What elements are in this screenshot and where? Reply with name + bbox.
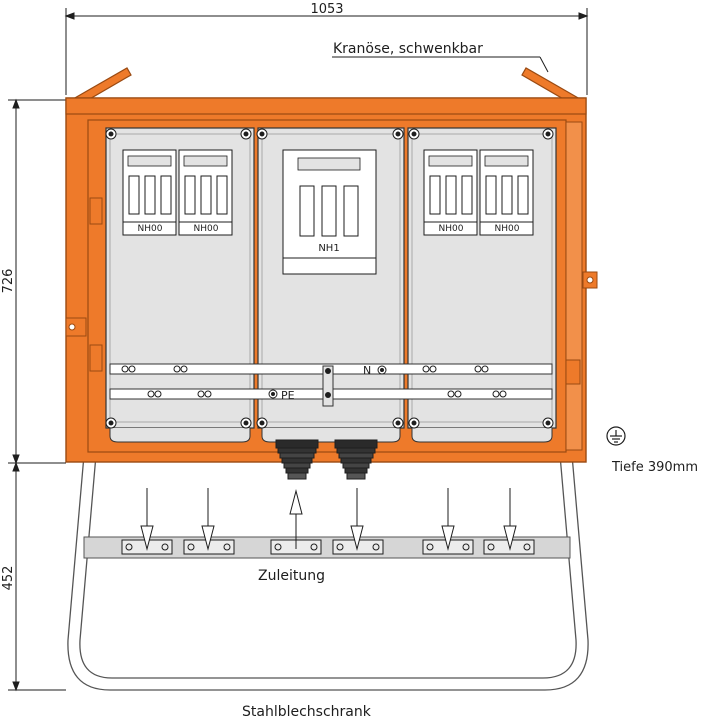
- cable-gland-right: [334, 439, 378, 480]
- earth-ground-icon: [606, 426, 626, 446]
- fuse-holder-nh00: NH00: [423, 149, 478, 236]
- stand-height-label: 452: [1, 566, 16, 591]
- supply-label: Zuleitung: [258, 568, 325, 584]
- fuse-holder-nh00: NH00: [479, 149, 534, 236]
- door-lock-right: [565, 121, 598, 451]
- height-label: 726: [1, 269, 16, 294]
- cable-gland-left: [275, 439, 319, 480]
- height-dimension: [8, 98, 66, 692]
- width-label: 1053: [310, 2, 343, 17]
- busbar-post: [322, 365, 334, 407]
- crane-eye-label: Kranöse, schwenkbar: [333, 41, 483, 57]
- material-caption: Stahlblechschrank: [242, 704, 372, 720]
- fuse-label: NH00: [495, 224, 520, 234]
- stand-frame: [67, 454, 589, 691]
- terminal-blocks: [121, 365, 507, 399]
- depth-label: Tiefe 390mm: [611, 460, 698, 475]
- crane-eye-leader-tip: [539, 56, 549, 73]
- bottom-covers: [109, 428, 553, 443]
- fuse-label: NH00: [138, 224, 163, 234]
- fuse-holder-nh00: NH00: [178, 149, 233, 236]
- fuse-label: NH00: [194, 224, 219, 234]
- cabinet-roof: [65, 97, 587, 115]
- door-hinges-left: [65, 197, 103, 372]
- fuse-holder-nh00: NH00: [122, 149, 177, 236]
- panel-screws: [105, 128, 554, 429]
- neutral-terminal-label: N: [363, 364, 371, 377]
- cable-arrows: [140, 488, 517, 551]
- fuse-holder-nh1: NH1: [282, 149, 377, 275]
- fuse-label: NH1: [318, 243, 339, 254]
- fuse-label: NH00: [439, 224, 464, 234]
- width-dimension: [64, 8, 589, 95]
- pe-terminal-label: PE: [281, 389, 295, 402]
